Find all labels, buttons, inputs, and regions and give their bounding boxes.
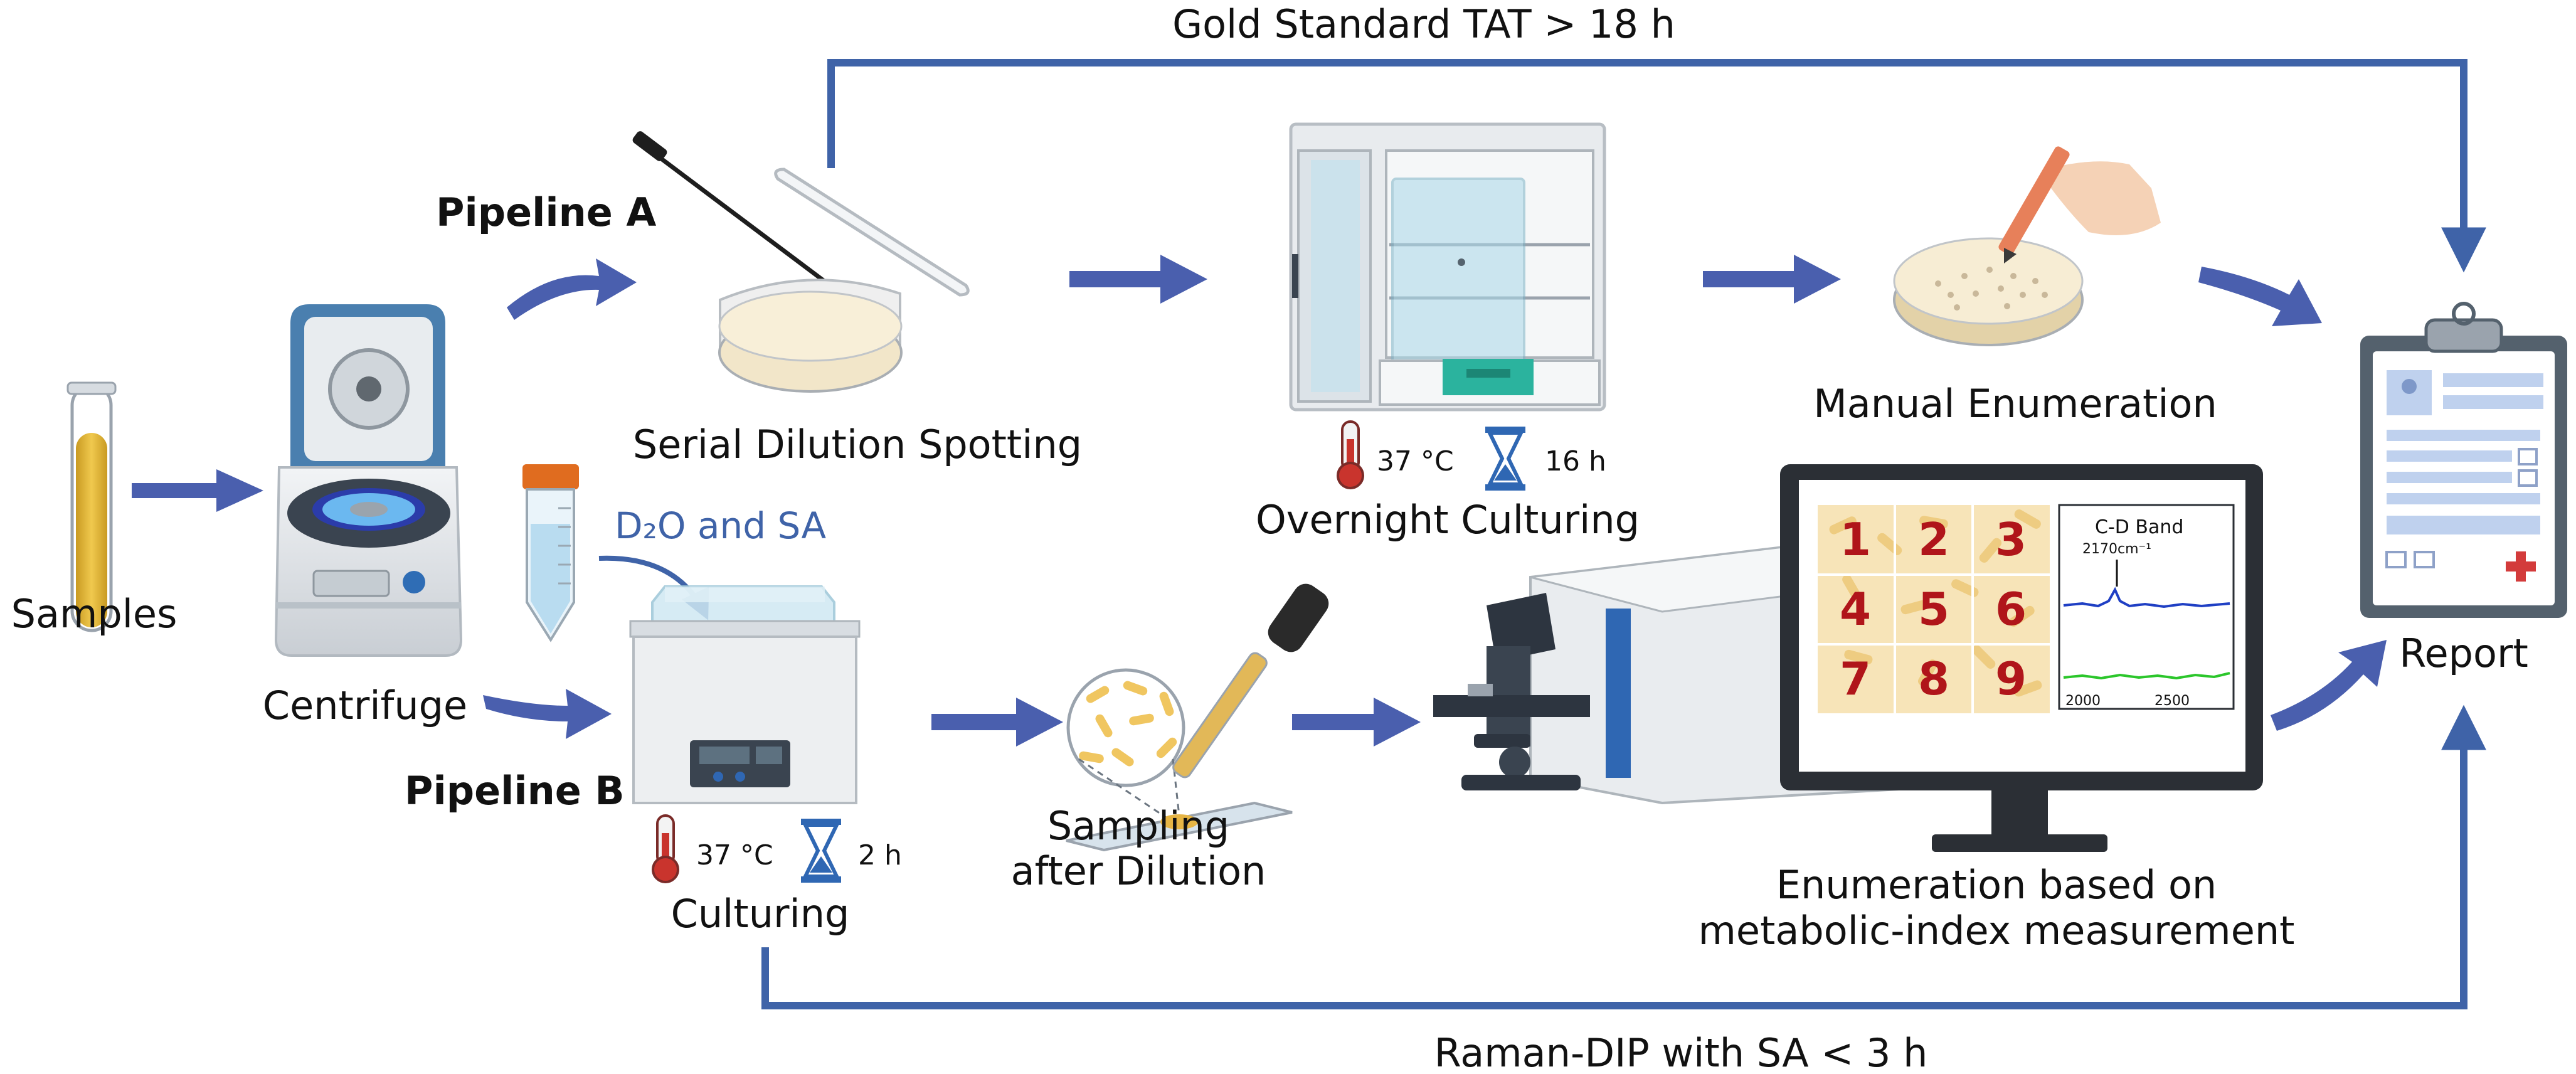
- bottom-path-label: Raman-DIP with SA < 3 h: [1434, 1030, 1928, 1074]
- petri-dish-spotting-icon: [632, 131, 970, 393]
- x-tick-2500: 2500: [2155, 693, 2190, 709]
- reagent-tube-icon: [522, 464, 579, 642]
- overnight-thermometer-icon: [1337, 420, 1364, 489]
- samples-label: Samples: [11, 591, 178, 637]
- sample-tube: [66, 381, 117, 632]
- arrow-waterbath-to-sampling: [931, 698, 1063, 747]
- spotting-label: Serial Dilution Spotting: [633, 422, 1082, 467]
- reagents-label: D₂O and SA: [615, 504, 826, 547]
- overnight-time: 16 h: [1545, 445, 1606, 477]
- blue-spectrum-line: [2063, 587, 2230, 609]
- spectrum-title: C-D Band: [2095, 516, 2183, 538]
- culturing-hourglass-icon: [801, 819, 841, 883]
- grid-number-9: 9: [1995, 652, 2027, 705]
- bottom-flow-line: [761, 704, 2486, 1009]
- grid-number-8: 8: [1918, 652, 1949, 705]
- culturing-label: Culturing: [671, 891, 850, 937]
- enumeration-label-line2: metabolic-index measurement: [1699, 908, 2295, 954]
- arrow-samples-to-centrifuge: [132, 469, 263, 512]
- arrow-sampling-to-raman: [1292, 698, 1421, 747]
- grid-number-3: 3: [1995, 513, 2027, 566]
- flow-arrows: [132, 255, 2387, 747]
- sampling-slide-icon: [1066, 583, 1329, 852]
- sampling-label-line2: after Dilution: [1011, 848, 1266, 894]
- x-tick-2000: 2000: [2065, 693, 2101, 709]
- grid-number-1: 1: [1840, 513, 1871, 566]
- overnight-temp: 37 °C: [1377, 445, 1454, 477]
- manual-enumeration-icon: [1893, 146, 2161, 346]
- peak-label: 2170cm⁻¹: [2082, 541, 2151, 557]
- sampling-label-line1: Sampling: [1047, 803, 1229, 849]
- pipeline-b-label: Pipeline B: [405, 768, 625, 814]
- grid-number-7: 7: [1840, 652, 1871, 705]
- pipeline-a-label: Pipeline A: [436, 189, 656, 235]
- culturing-thermometer-icon: [652, 814, 679, 883]
- manual-label: Manual Enumeration: [1813, 381, 2217, 427]
- grid-number-4: 4: [1840, 583, 1871, 635]
- grid-number-2: 2: [1918, 513, 1949, 566]
- top-path-label: Gold Standard TAT > 18 h: [1172, 1, 1675, 47]
- microscopy-grid: [1818, 505, 2050, 713]
- enumeration-label-line1: Enumeration based on: [1776, 862, 2217, 908]
- culturing-temp: 37 °C: [696, 839, 773, 871]
- green-spectrum-line: [2063, 672, 2230, 680]
- centrifuge-icon: [274, 304, 463, 657]
- overnight-label: Overnight Culturing: [1256, 497, 1640, 543]
- top-flow-line: [827, 59, 2486, 273]
- arrow-spotting-to-incubator: [1069, 255, 1207, 304]
- grid-number-6: 6: [1995, 583, 2027, 635]
- arrow-to-pipeline-b: [483, 689, 612, 739]
- water-bath-icon: [629, 585, 861, 804]
- centrifuge-label: Centrifuge: [263, 683, 467, 728]
- report-label: Report: [2399, 630, 2528, 676]
- arrow-to-pipeline-a: [507, 258, 637, 320]
- report-clipboard-icon: [2360, 302, 2567, 618]
- arrow-incubator-to-manual: [1703, 255, 1841, 304]
- overnight-hourglass-icon: [1485, 427, 1525, 491]
- culturing-time: 2 h: [858, 839, 902, 871]
- incubator-icon: [1289, 122, 1606, 412]
- monitor-icon: 1 2 3 4 5 6 7 8 9 C-D Band 2170cm⁻¹ 2000…: [1780, 464, 2263, 852]
- grid-number-5: 5: [1918, 583, 1949, 635]
- arrow-manual-to-report: [2198, 267, 2322, 326]
- arrow-raman-to-report: [2271, 640, 2387, 731]
